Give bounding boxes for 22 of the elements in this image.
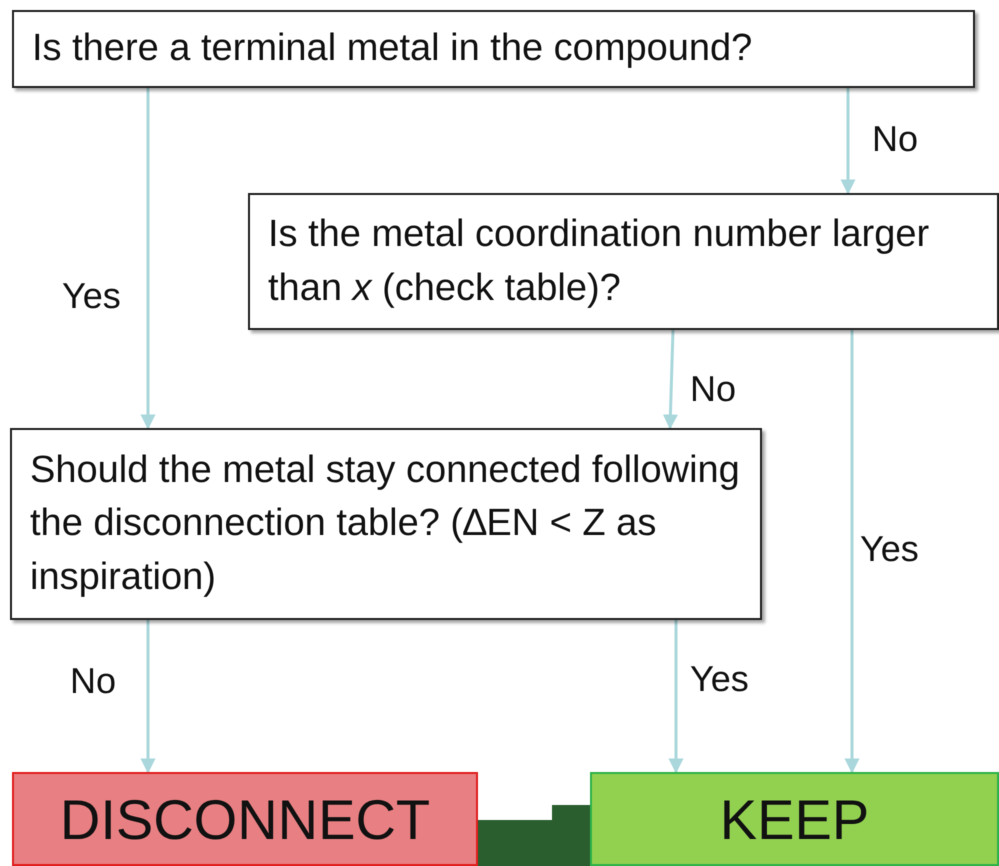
box-text: Should the metal stay connected following the disconnection table? (∆EN < Z as inspiration) <box>30 448 741 600</box>
decision-box <box>12 10 975 88</box>
edge-label: Yes <box>62 275 121 317</box>
box-text: DISCONNECT <box>60 786 430 852</box>
box-text: KEEP <box>720 786 870 852</box>
disconnect-terminal <box>12 772 478 866</box>
decision-box <box>248 193 999 330</box>
arrow <box>140 620 156 774</box>
edge-label: No <box>70 660 116 702</box>
arrow <box>668 620 684 774</box>
edge-label: Yes <box>690 658 749 700</box>
edge-label: No <box>690 368 736 410</box>
edge-label: Yes <box>860 528 919 570</box>
arrow <box>140 88 156 430</box>
arrow <box>662 330 678 430</box>
box-text: Is the metal coordination number larger than x (check table)? <box>268 212 930 310</box>
arrow <box>844 330 860 774</box>
box-text: Is there a terminal metal in the compound? <box>32 26 752 72</box>
keep-terminal <box>590 772 999 866</box>
arrow <box>840 88 856 194</box>
edge-label: No <box>872 118 918 160</box>
decision-box <box>10 428 762 620</box>
